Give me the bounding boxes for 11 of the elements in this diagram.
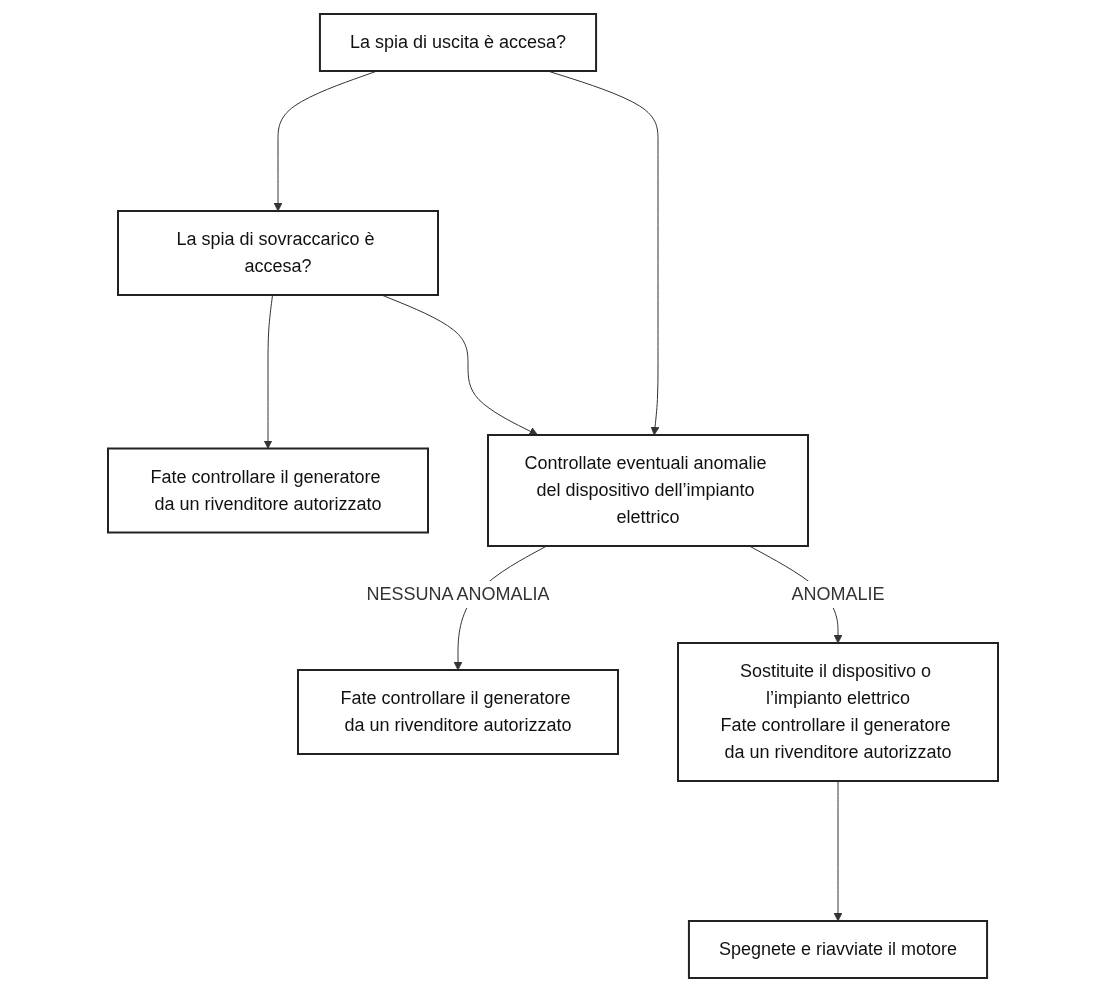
node-box: Fate controllare il generatore da un rivenditore autorizzato [107, 447, 429, 534]
node-box: La spia di uscita è accesa? [318, 13, 598, 72]
node-box: Fate controllare il generatore da un rivenditore autorizzato [297, 669, 619, 755]
arrow [263, 294, 274, 449]
arrow [833, 780, 843, 922]
node-box: Sostituite il dispositivo o l’impianto elettrico Fate controllare il generatore da un rivenditore autorizzato [677, 642, 999, 782]
node-box: Controllate eventuali anomalie del dispositivo dell’impianto elettrico [487, 434, 809, 547]
edge-label: ANOMALIE [791, 584, 885, 604]
edge-label: NESSUNA ANOMALIA [366, 584, 550, 604]
node-box: La spia di sovraccarico è accesa? [117, 210, 439, 296]
node-box: Spegnete e riavviate il motore [687, 920, 989, 979]
